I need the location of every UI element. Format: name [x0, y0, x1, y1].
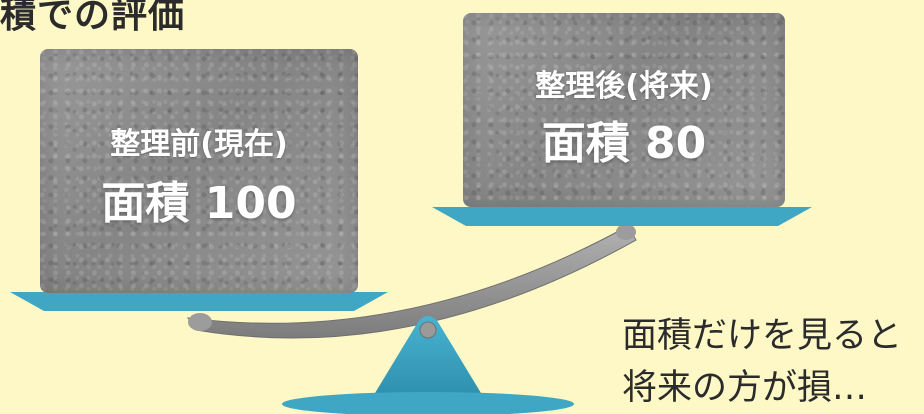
- pan-left: [10, 292, 388, 311]
- scale-base: [282, 392, 574, 414]
- comment-text: 面積だけを見ると 将来の方が損…: [622, 310, 902, 414]
- before-label: 整理前(現在): [110, 127, 288, 162]
- after-area-value: 面積 80: [541, 118, 707, 169]
- page-heading: 積での評価: [0, 0, 186, 36]
- scale-pivot: [419, 321, 437, 339]
- after-label: 整理後(将来): [535, 69, 713, 104]
- comment-line-1: 面積だけを見ると: [622, 316, 903, 356]
- stone-block-after: 整理後(将来) 面積 80: [463, 13, 785, 207]
- comment-line-2: 将来の方が損…: [622, 368, 868, 408]
- beam-end-left: [188, 313, 212, 331]
- pan-right: [432, 207, 812, 226]
- beam-end-right: [616, 224, 636, 240]
- stone-block-before: 整理前(現在) 面積 100: [40, 49, 358, 293]
- scale-beam: [186, 225, 637, 339]
- scale-stand: [372, 316, 484, 398]
- before-area-value: 面積 100: [101, 178, 297, 229]
